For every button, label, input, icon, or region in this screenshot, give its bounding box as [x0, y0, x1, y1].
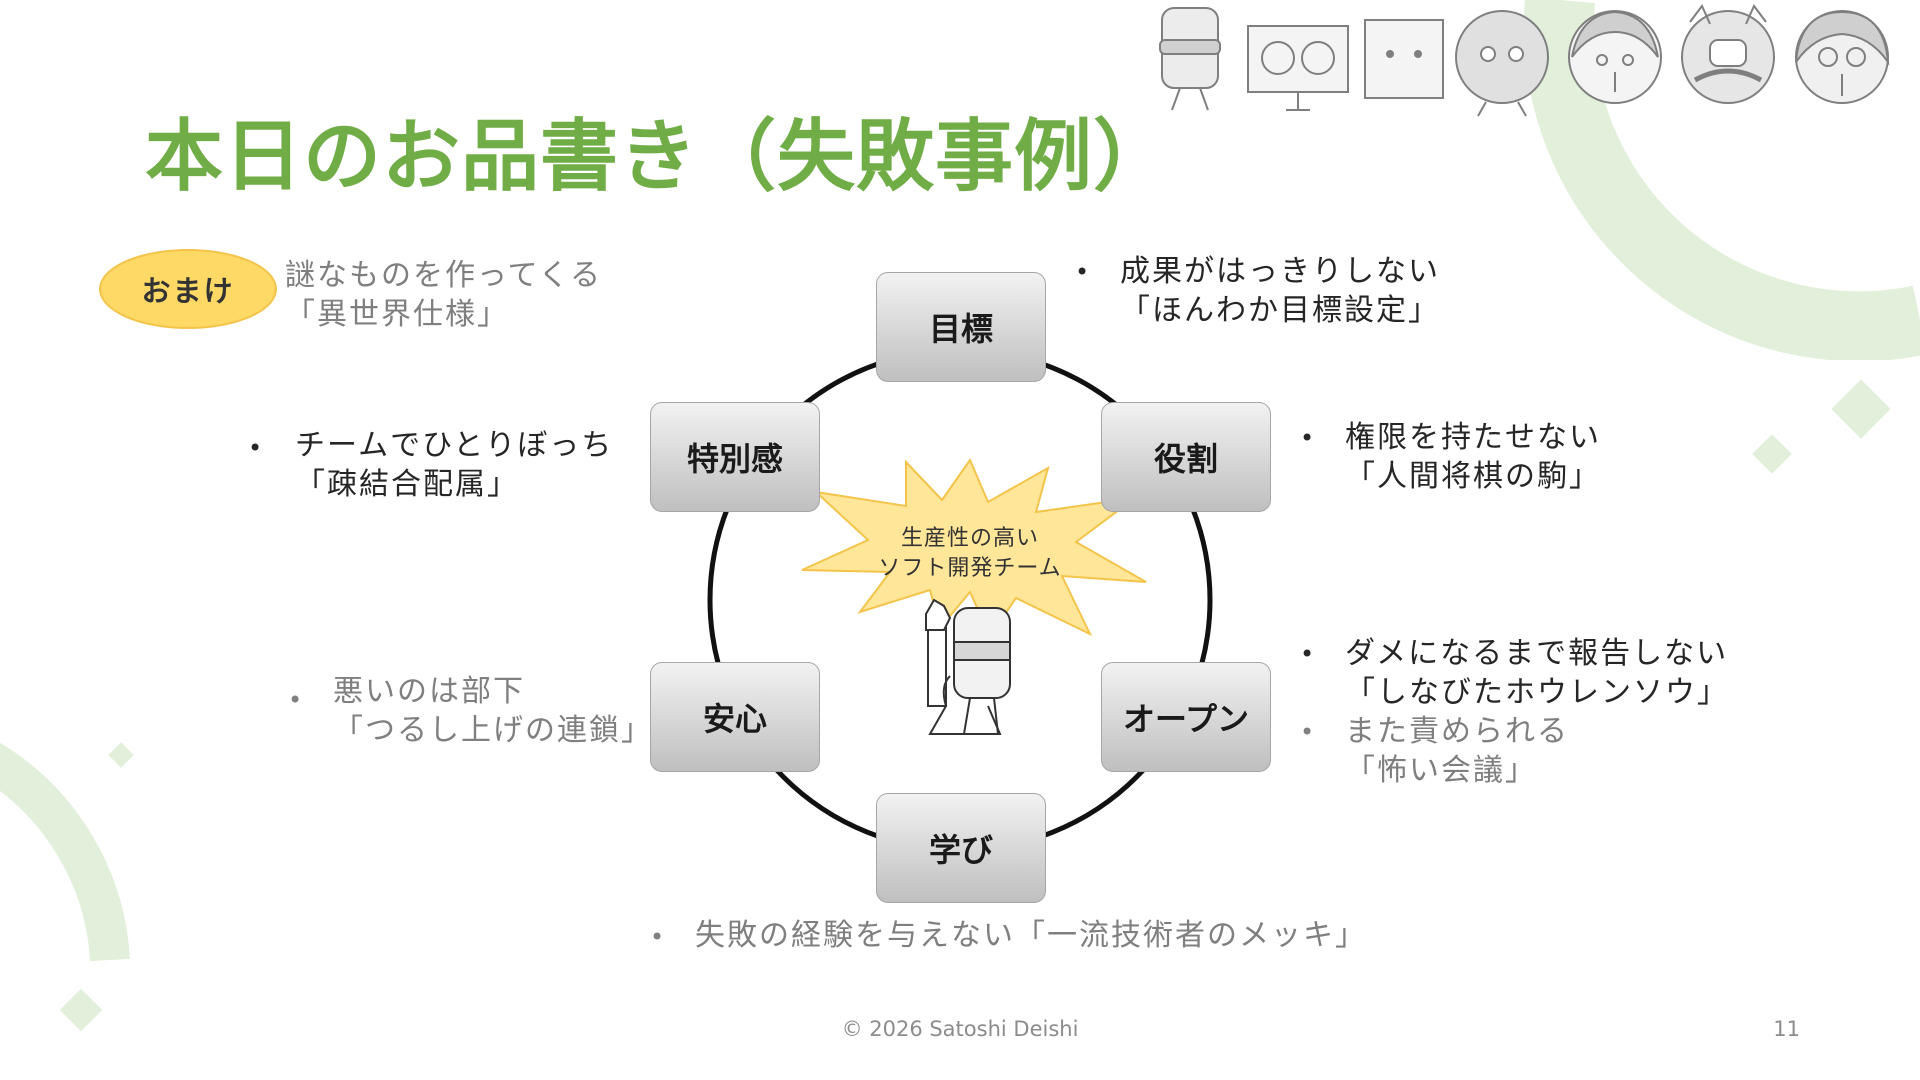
note-role-line2: 「人間将棋の駒」: [1345, 459, 1601, 494]
cycle-box-safety: 安心: [650, 662, 820, 772]
decorative-diamond-2: [1752, 434, 1792, 474]
note-open2-line1: また責められる: [1345, 714, 1569, 749]
note-goal: 成果がはっきりしない 「ほんわか目標設定」: [1120, 252, 1440, 330]
cycle-box-special: 特別感: [650, 402, 820, 512]
note-open1-line2: 「しなびたホウレンソウ」: [1345, 675, 1729, 710]
bullet-goal: •: [1075, 258, 1090, 286]
note-role: 権限を持たせない 「人間将棋の駒」: [1345, 418, 1601, 496]
note-learn: 失敗の経験を与えない「一流技術者のメッキ」: [695, 916, 1367, 955]
note-special-line1: チームでひとりぼっち: [295, 428, 614, 463]
note-open1-line1: ダメになるまで報告しない: [1345, 636, 1729, 671]
bullet-role: •: [1300, 424, 1315, 452]
omake-note-line2: 「異世界仕様」: [285, 297, 509, 332]
center-label-line1: 生産性の高い: [900, 526, 1039, 551]
cycle-box-learn: 学び: [876, 793, 1046, 903]
note-special-line2: 「疎結合配属」: [295, 467, 519, 502]
bullet-open2: •: [1300, 718, 1315, 746]
note-open2: また責められる 「怖い会議」: [1345, 712, 1569, 790]
cycle-box-goal: 目標: [876, 272, 1046, 382]
decorative-arc-bottom-left: [0, 742, 130, 962]
bullet-safety: •: [288, 686, 303, 714]
team-characters-illustration: [1159, 4, 1890, 117]
note-safety-line2: 「つるし上げの連鎖」: [333, 713, 653, 748]
center-label: 生産性の高い ソフト開発チーム: [850, 524, 1090, 584]
note-open2-line2: 「怖い会議」: [1345, 753, 1537, 788]
omake-note: 謎なものを作ってくる 「異世界仕様」: [285, 256, 602, 334]
note-goal-line2: 「ほんわか目標設定」: [1120, 293, 1440, 328]
note-special: チームでひとりぼっち 「疎結合配属」: [295, 426, 613, 504]
footer-copyright: © 2026 Satoshi Deishi: [841, 1017, 1079, 1041]
note-learn-line1: 失敗の経験を与えない「一流技術者のメッキ」: [695, 918, 1367, 953]
omake-note-line1: 謎なものを作ってくる: [285, 258, 602, 293]
cycle-box-role: 役割: [1101, 402, 1271, 512]
character-holding-card-illustration: [925, 598, 1011, 735]
note-safety: 悪いのは部下 「つるし上げの連鎖」: [333, 672, 653, 750]
center-label-line2: ソフト開発チーム: [878, 556, 1062, 581]
note-role-line1: 権限を持たせない: [1345, 420, 1601, 455]
page-number: 11: [1773, 1017, 1800, 1041]
cycle-box-open: オープン: [1101, 662, 1271, 772]
note-goal-line1: 成果がはっきりしない: [1120, 254, 1440, 289]
bullet-learn: •: [650, 923, 665, 951]
omake-badge: [99, 249, 277, 329]
bullet-special: •: [248, 434, 263, 462]
bullet-open1: •: [1300, 640, 1315, 668]
decorative-diamond-4: [59, 988, 103, 1032]
note-open1: ダメになるまで報告しない 「しなびたホウレンソウ」: [1345, 634, 1729, 712]
decorative-arc-top-right: [1523, 0, 1920, 360]
slide-title: 本日のお品書き（失敗事例）: [145, 112, 1173, 202]
note-safety-line1: 悪いのは部下: [333, 674, 525, 709]
omake-badge-label: おまけ: [141, 274, 235, 308]
decorative-diamond-1: [1831, 379, 1891, 439]
